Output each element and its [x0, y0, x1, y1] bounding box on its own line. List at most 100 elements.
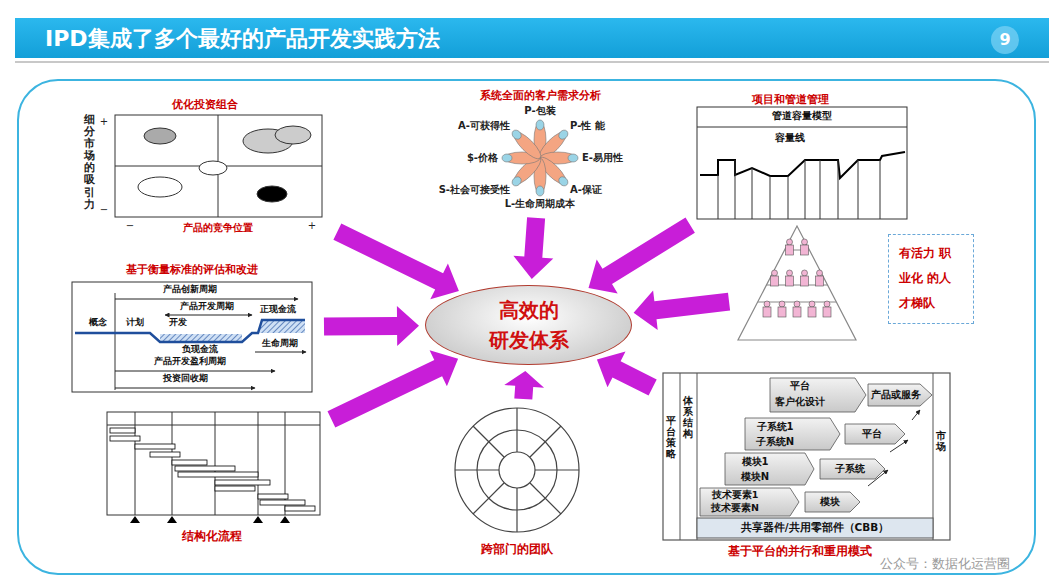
- line-shape: [285, 412, 286, 515]
- g-shape: [700, 378, 932, 516]
- person-head: [802, 239, 808, 245]
- text-label: 产品开发盈利周期: [154, 357, 226, 367]
- polygon-shape: [253, 516, 263, 523]
- line-shape: [530, 483, 561, 514]
- person-head: [779, 301, 785, 307]
- panel-heading: 系统全面的客户需求分析: [480, 88, 601, 103]
- line-shape: [868, 470, 888, 486]
- line-shape: [752, 168, 753, 219]
- rect-shape: [258, 494, 288, 499]
- line-shape: [473, 483, 504, 514]
- polygon-shape: [770, 378, 866, 412]
- line-shape: [473, 426, 504, 457]
- text-label: 正现金流: [260, 305, 296, 315]
- text-label: P-包装: [524, 105, 555, 116]
- person-head: [787, 270, 793, 276]
- line-shape: [770, 176, 771, 219]
- block-arrow: [634, 290, 731, 330]
- ellipse-shape: [557, 175, 570, 188]
- text-label: 子系统N: [756, 436, 794, 447]
- ellipse-shape: [199, 161, 227, 175]
- rect-shape: [18, 80, 1035, 574]
- person-body: [763, 307, 771, 317]
- person-head: [809, 301, 815, 307]
- line-shape: [215, 412, 216, 515]
- text-label: 管道容量模型: [772, 110, 832, 121]
- polygon-shape: [725, 453, 814, 485]
- person-body: [793, 307, 801, 317]
- g-shape: [509, 127, 544, 162]
- text-label: +: [100, 116, 108, 127]
- text-label: 平台: [862, 428, 882, 439]
- text-label: S-社会可接受性: [439, 184, 510, 195]
- ellipse-shape: [257, 186, 287, 202]
- panel-heading: 跨部门的团队: [481, 541, 553, 558]
- talent-text: 有活力 职业化 的人才梯队: [899, 241, 963, 317]
- line-shape: [15, 61, 1049, 63]
- polygon-shape: [820, 459, 885, 479]
- rect-shape: [72, 282, 312, 392]
- line-shape: [115, 293, 116, 390]
- g-shape: [868, 410, 920, 486]
- talent-panel: 有活力 职业化 的人才梯队: [735, 228, 985, 345]
- polygon-shape: [700, 488, 799, 516]
- text-label: E-易用性: [582, 152, 623, 163]
- rect-shape: [178, 472, 258, 477]
- text-label: 概念: [89, 318, 107, 328]
- vertical-label: 市场: [936, 430, 946, 452]
- text-label: A-保证: [570, 184, 602, 195]
- line-shape: [890, 440, 908, 452]
- line-shape: [255, 352, 306, 353]
- text-label: 共享器件/共用零部件（CBB）: [741, 522, 890, 534]
- text-label: 模块: [820, 496, 840, 507]
- polygon-shape: [745, 418, 840, 450]
- rect-shape: [215, 486, 255, 491]
- text-label: 产品开发周期: [180, 302, 234, 312]
- text-label: 公众号：数据化运营圈: [880, 557, 1010, 571]
- polygon-shape: [130, 516, 140, 523]
- g-shape: [718, 160, 880, 219]
- core-ellipse: 高效的 研发体系: [425, 285, 632, 365]
- rect-shape: [175, 466, 235, 471]
- panel-heading: 基于衡量标准的评估和改进: [126, 262, 258, 277]
- block-arrow: [504, 371, 544, 400]
- core-text: 高效的 研发体系: [487, 295, 571, 355]
- ellipse-shape: [138, 177, 182, 197]
- line-shape: [165, 315, 252, 316]
- vertical-label: 平台策略: [666, 415, 676, 459]
- rect-shape: [285, 506, 315, 511]
- rect-shape: [663, 373, 950, 540]
- text-label: 客户化设计: [775, 396, 825, 407]
- rect-shape: [215, 480, 270, 485]
- line-shape: [516, 408, 517, 452]
- rect-shape: [110, 428, 135, 433]
- rect-shape: [697, 107, 907, 219]
- rect-shape: [697, 518, 933, 538]
- g-shape: [135, 412, 285, 515]
- text-label: P-性 能: [570, 120, 605, 131]
- line-shape: [858, 160, 859, 219]
- vertical-label: 细分市场的吸引力: [84, 114, 95, 211]
- line-shape: [115, 388, 255, 389]
- text-label: 模块1: [742, 456, 769, 467]
- person-head: [824, 301, 830, 307]
- text-label: 负现金流: [182, 345, 218, 355]
- process-panel: 结构化流程: [100, 407, 326, 545]
- panel-heading: 项目和管道管理: [752, 92, 829, 107]
- person-head: [764, 301, 770, 307]
- ellipse-shape: [510, 175, 523, 188]
- line-shape: [535, 469, 579, 470]
- line-shape: [805, 160, 806, 219]
- text-label: 子系统1: [757, 421, 794, 432]
- line-shape: [838, 160, 839, 219]
- rect-shape: [150, 452, 180, 457]
- line-shape: [115, 299, 298, 300]
- rect-shape: [260, 500, 305, 505]
- block-arrow: [328, 350, 459, 427]
- line-shape: [115, 371, 275, 372]
- text-label: 容量线: [775, 132, 805, 143]
- ellipse-shape: [510, 128, 523, 141]
- text-label: 技术要素N: [711, 503, 759, 513]
- polygon-shape: [280, 516, 290, 523]
- person-head: [817, 270, 823, 276]
